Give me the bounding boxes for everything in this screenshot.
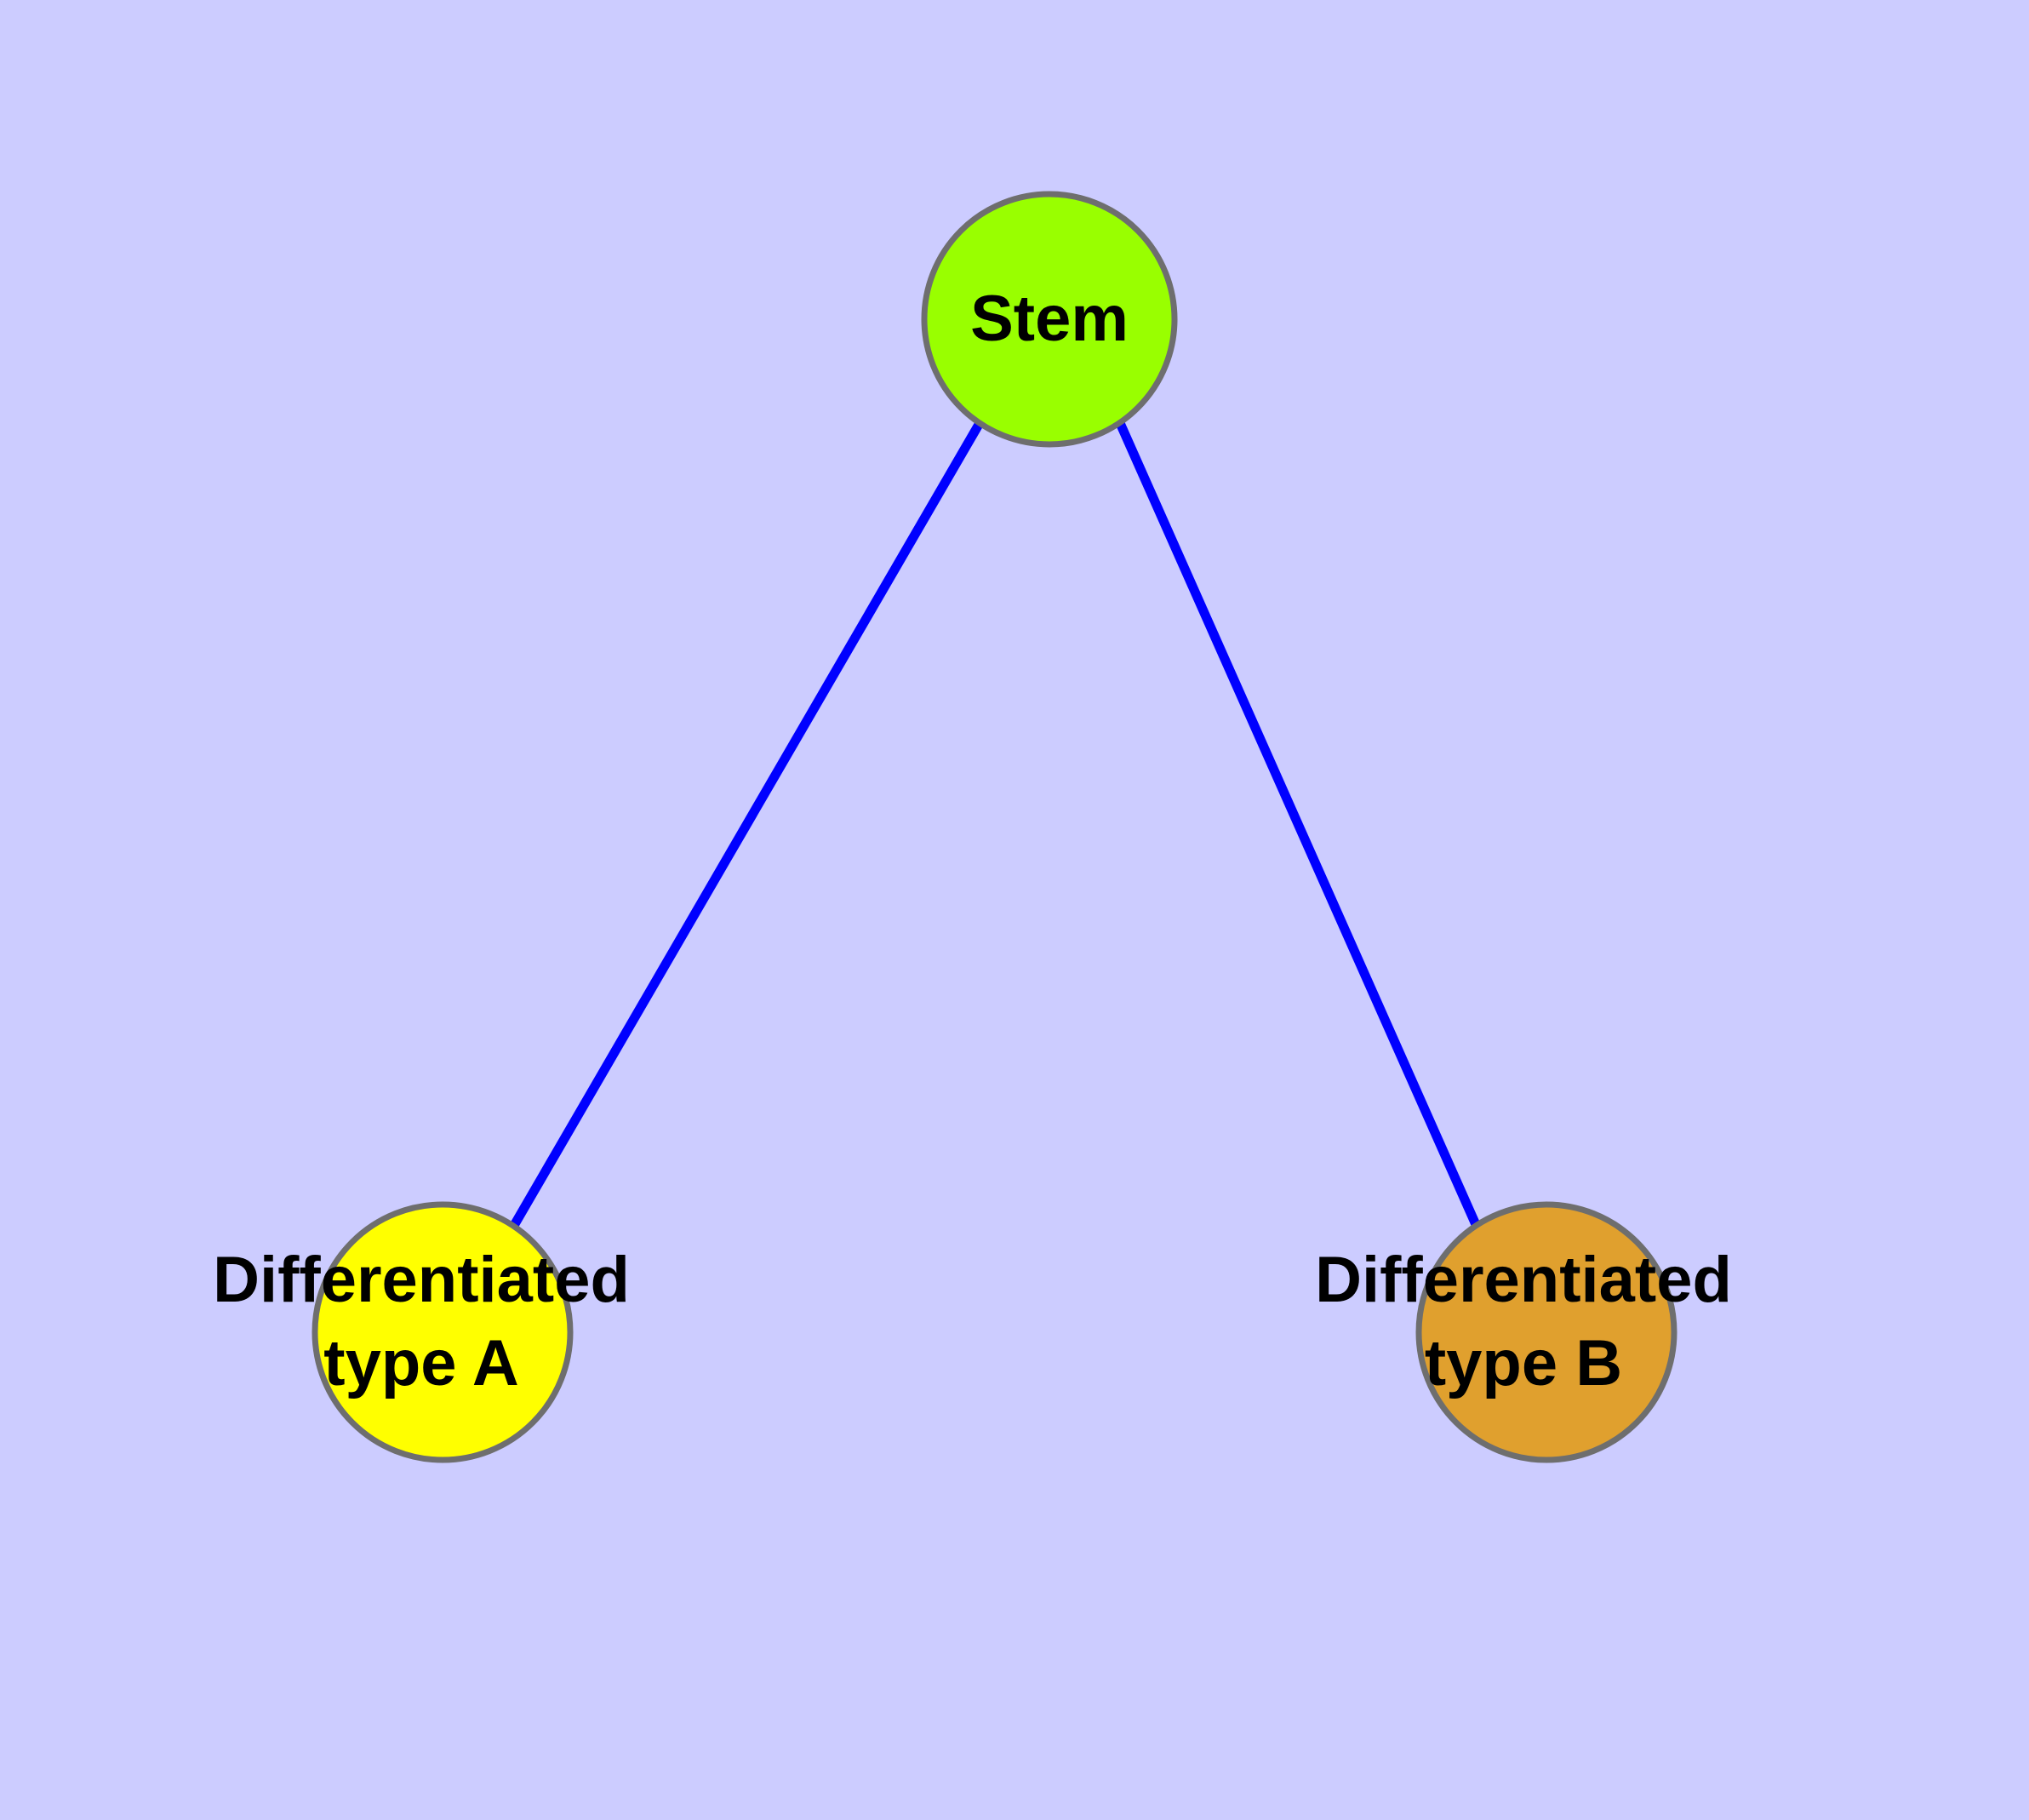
- edge-stem-to-diff-b[interactable]: [1115, 421, 1483, 1231]
- edge-layer: [508, 421, 1483, 1231]
- node-diff-a-label-line2: type A: [323, 1327, 518, 1399]
- node-diff-b-circle[interactable]: [1415, 1201, 1677, 1463]
- edge-stem-to-diff-a[interactable]: [508, 421, 984, 1231]
- node-diff-b-label-line2: type B: [1425, 1327, 1622, 1399]
- node-diff-b-label-group: Differentiated type B: [1315, 1244, 1732, 1399]
- node-diff-a-label-group: Differentiated type A: [213, 1244, 630, 1399]
- node-diff-b-label-line1: Differentiated: [1315, 1244, 1732, 1316]
- node-layer: Stem Differentiated type A Differentiate…: [213, 191, 1732, 1463]
- node-diff-a-circle[interactable]: [311, 1201, 574, 1463]
- node-diff-a-label-line1: Differentiated: [213, 1244, 630, 1316]
- node-diff-b[interactable]: [1415, 1201, 1677, 1463]
- node-diff-a[interactable]: [311, 1201, 574, 1463]
- node-stem[interactable]: Stem: [921, 191, 1178, 448]
- node-stem-label: Stem: [970, 283, 1129, 355]
- node-stem-circle[interactable]: [921, 191, 1178, 448]
